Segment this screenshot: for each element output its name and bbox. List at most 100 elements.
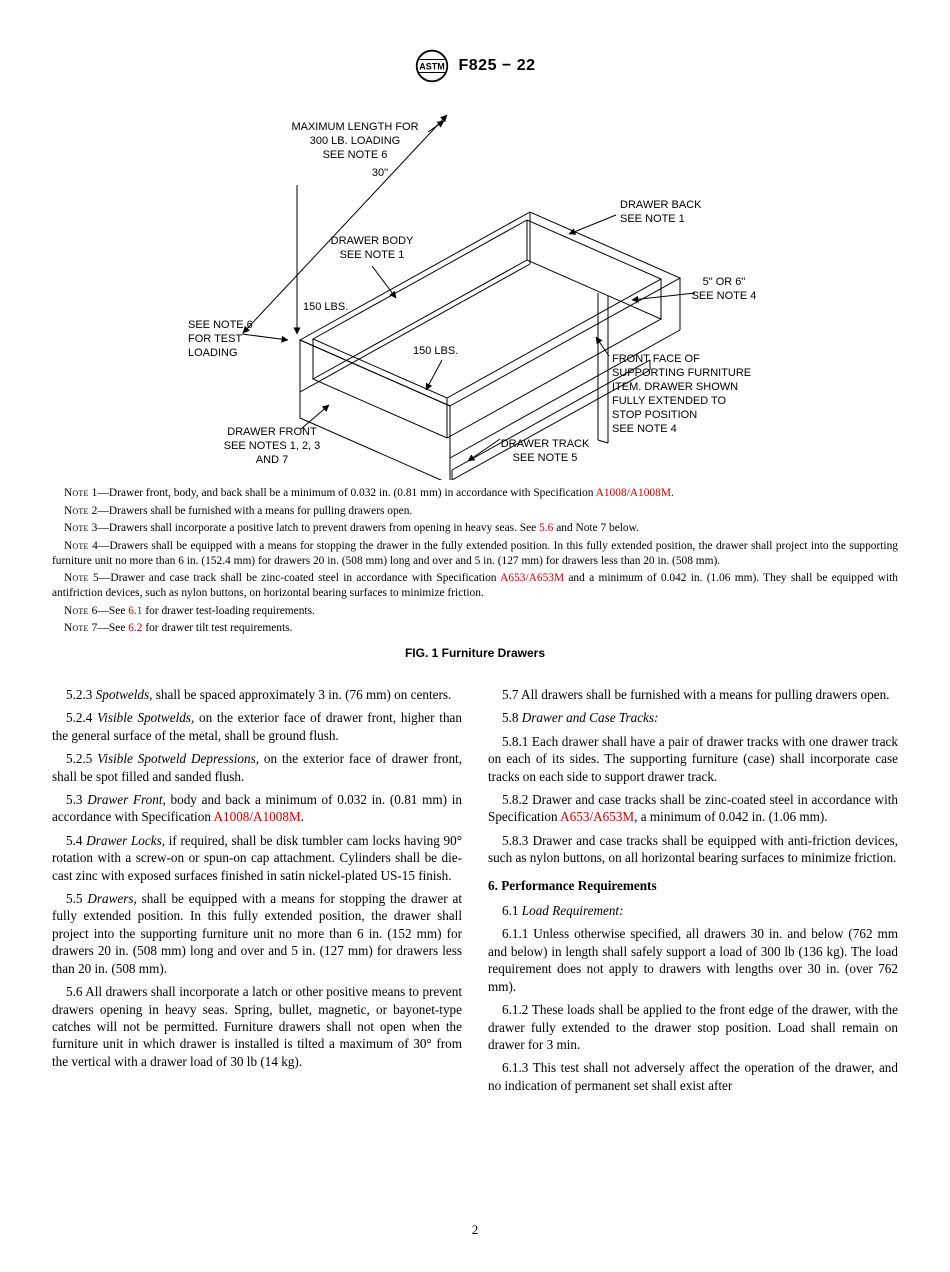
text-segment: —Drawer front, body, and back shall be a… xyxy=(97,487,596,499)
label-see-note-6: SEE NOTE 6 xyxy=(188,319,253,331)
text-segment: 5.5 xyxy=(66,891,88,907)
text-segment: 6.1 xyxy=(502,903,522,919)
drawer-outline xyxy=(298,211,682,480)
text-segment: 5.8.3 Drawer and case tracks shall be eq… xyxy=(488,832,898,866)
paragraph: 5.5 Drawers, shall be equipped with a me… xyxy=(52,890,462,977)
note-label: Note 3 xyxy=(64,522,98,534)
page-number: 2 xyxy=(471,1222,479,1237)
paragraph: 5.2.4 Visible Spotwelds, on the exterior… xyxy=(52,709,462,744)
paragraph: 6.1.1 Unless otherwise specified, all dr… xyxy=(488,925,898,995)
label-drawer-front: AND 7 xyxy=(256,454,288,466)
label-see-note-6: LOADING xyxy=(188,347,238,359)
label-load-center: 150 LBS. xyxy=(413,345,458,357)
text-segment: —See xyxy=(97,622,129,634)
paragraph: 6.1.3 This test shall not adversely affe… xyxy=(488,1059,898,1094)
figure-caption: FIG. 1 Furniture Drawers xyxy=(404,646,546,660)
leader-arrows xyxy=(241,120,696,462)
label-see-note-6: FOR TEST xyxy=(188,333,242,345)
text-segment: body and back a minimum of 0.032 in. (0.… xyxy=(52,792,462,825)
paragraph: 5.6 All drawers shall incorporate a latc… xyxy=(52,983,462,1070)
label-max-length: SEE NOTE 6 xyxy=(323,149,388,161)
paragraph: 5.8.1 Each drawer shall have a pair of d… xyxy=(488,733,898,785)
cross-reference-link[interactable]: 5.6 xyxy=(539,522,554,534)
text-segment: Visible Spotwelds, xyxy=(97,710,195,726)
label-drawer-front: SEE NOTES 1, 2, 3 xyxy=(224,440,321,452)
paragraph: 5.2.5 Visible Spotweld Depressions, on t… xyxy=(52,750,462,785)
text-segment: if required, shall be disk tumbler cam l… xyxy=(52,832,462,883)
text-segment: 6.1.1 Unless otherwise specified, all dr… xyxy=(488,926,898,994)
text-segment: shall be spaced approximately 3 in. (76 … xyxy=(152,687,452,702)
figure-note: Note 6—See 6.1 for drawer test-loading r… xyxy=(52,604,898,619)
figure-notes: Note 1—Drawer front, body, and back shal… xyxy=(52,486,898,636)
paragraph: 6.1 Load Requirement: xyxy=(488,902,898,919)
text-segment: —Drawers shall incorporate a positive la… xyxy=(97,522,540,534)
text-segment: —Drawers shall be equipped with a means … xyxy=(52,539,898,567)
cross-reference-link[interactable]: 6.1 xyxy=(128,604,143,617)
text-segment: —Drawer and case track shall be zinc-coa… xyxy=(98,572,501,584)
note-label: Note 7 xyxy=(64,622,98,634)
dimension-lines xyxy=(242,114,448,391)
text-segment: 5.7 All drawers shall be furnished with … xyxy=(502,687,890,702)
cross-reference-link[interactable]: A1008/A1008M xyxy=(595,487,671,499)
text-segment: 6.1.2 These loads shall be applied to th… xyxy=(488,1002,898,1052)
cross-reference-link[interactable]: A653/A653M xyxy=(560,809,635,825)
text-segment: Load Requirement: xyxy=(521,903,624,919)
label-dim-30: 30" xyxy=(372,167,388,179)
text-segment: and Note 7 below. xyxy=(553,522,639,534)
cross-reference-link[interactable]: A1008/A1008M xyxy=(213,809,301,825)
label-front-face: ITEM. DRAWER SHOWN xyxy=(612,381,738,393)
label-max-length: 300 LB. LOADING xyxy=(310,135,401,147)
astm-logo-text: ASTM xyxy=(419,62,445,72)
label-front-face: SUPPORTING FURNITURE xyxy=(612,367,751,379)
figure-1-drawing: MAXIMUM LENGTH FOR 300 LB. LOADING SEE N… xyxy=(188,114,756,480)
paragraph: 5.8.2 Drawer and case tracks shall be zi… xyxy=(488,791,898,826)
label-drawer-track: SEE NOTE 5 xyxy=(513,452,578,464)
cross-reference-link[interactable]: A653/A653M xyxy=(500,572,565,584)
right-column: 5.7 All drawers shall be furnished with … xyxy=(488,686,898,1100)
label-drawer-back: SEE NOTE 1 xyxy=(620,213,685,225)
label-max-length: MAXIMUM LENGTH FOR xyxy=(291,121,418,133)
label-load-left: 150 LBS. xyxy=(303,301,348,313)
text-segment: 5.2.5 xyxy=(66,751,98,767)
section-heading: 6. Performance Requirements xyxy=(488,877,898,894)
astm-logo: ASTM xyxy=(415,49,448,83)
document-designation: F825 − 22 xyxy=(458,57,536,74)
note-label: Note 6 xyxy=(64,604,98,617)
text-segment: 5.8 xyxy=(502,710,522,726)
text-segment: 5.6 All drawers shall incorporate a latc… xyxy=(52,984,462,1069)
text-segment: Drawers, xyxy=(87,891,137,907)
label-drawer-track: DRAWER TRACK xyxy=(501,438,590,450)
text-segment: —See xyxy=(97,604,129,617)
figure-note: Note 2—Drawers shall be furnished with a… xyxy=(52,504,898,519)
text-segment: Drawer and Case Tracks: xyxy=(521,710,659,726)
text-segment: on the exterior face of drawer front, sh… xyxy=(52,751,463,784)
figure-note: Note 1—Drawer front, body, and back shal… xyxy=(52,486,898,501)
paragraph: 5.8 Drawer and Case Tracks: xyxy=(488,709,898,726)
text-segment: and a minimum of 0.042 in. (1.06 mm). Th… xyxy=(52,572,898,599)
cross-reference-link[interactable]: 6.2 xyxy=(128,622,143,634)
label-front-face: STOP POSITION xyxy=(612,409,697,421)
label-drawer-front: DRAWER FRONT xyxy=(227,426,317,438)
text-segment: shall be equipped with a means for stopp… xyxy=(52,891,462,976)
body-columns: 5.2.3 Spotwelds, shall be spaced approxi… xyxy=(0,686,950,1100)
text-segment: 6. Performance Requirements xyxy=(488,877,657,893)
paragraph: 5.7 All drawers shall be furnished with … xyxy=(488,686,898,703)
note-label: Note 2 xyxy=(64,504,98,517)
text-segment: . xyxy=(670,487,674,499)
text-segment: Visible Spotweld Depressions, xyxy=(97,751,260,767)
note-label: Note 1 xyxy=(64,487,98,499)
document-header: ASTM F825 − 22 xyxy=(0,0,950,86)
label-drawer-body: SEE NOTE 1 xyxy=(340,249,405,261)
figure-note: Note 7—See 6.2 for drawer tilt test requ… xyxy=(52,621,898,636)
text-segment: 5.2.4 xyxy=(66,710,98,726)
label-front-face: FRONT FACE OF xyxy=(612,353,700,365)
paragraph: 6.1.2 These loads shall be applied to th… xyxy=(488,1001,898,1053)
note-label: Note 5 xyxy=(64,572,99,584)
text-segment: 5.4 xyxy=(66,832,87,848)
label-drawer-back: DRAWER BACK xyxy=(620,199,702,211)
left-column: 5.2.3 Spotwelds, shall be spaced approxi… xyxy=(52,686,462,1100)
text-segment: 6.1.3 This test shall not adversely affe… xyxy=(488,1060,898,1093)
paragraph: 5.8.3 Drawer and case tracks shall be eq… xyxy=(488,832,898,867)
label-five-or-six: 5" OR 6" xyxy=(703,276,746,288)
